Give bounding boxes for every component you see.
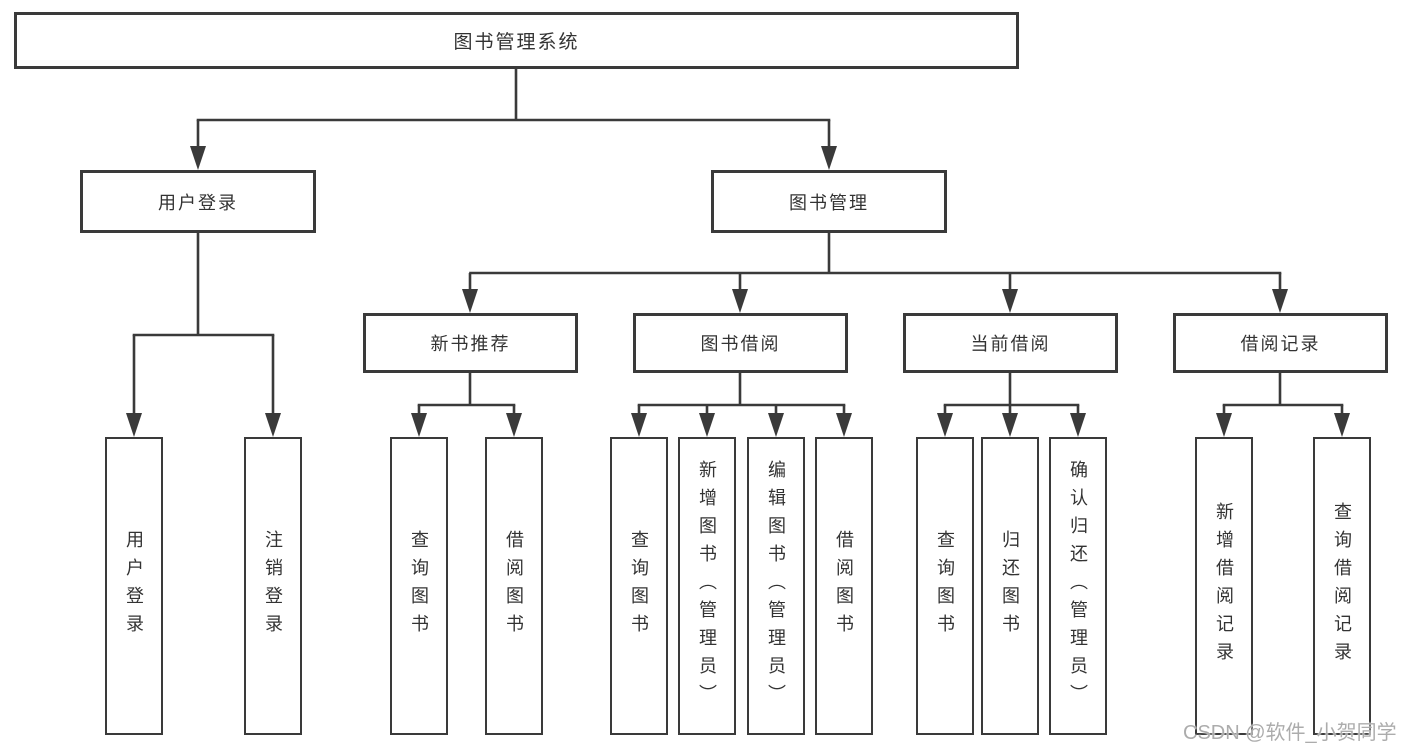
node-label: 编辑图书（管理员） — [766, 460, 786, 712]
node-label: 图书借阅 — [700, 334, 781, 354]
node-borrowing-records: 借阅记录 — [1173, 313, 1388, 373]
node-label: 注销登录 — [263, 530, 283, 642]
leaf-add-books-admin: 新增图书（管理员） — [678, 437, 736, 735]
csdn-watermark: CSDN @软件_小贺同学 — [1183, 722, 1397, 744]
leaf-confirm-return-admin: 确认归还（管理员） — [1049, 437, 1107, 735]
leaf-query-books-current: 查询图书 — [916, 437, 974, 735]
node-label: 新书推荐 — [430, 334, 511, 354]
node-new-book-recommendation: 新书推荐 — [363, 313, 578, 373]
leaf-query-books-borrow: 查询图书 — [610, 437, 668, 735]
node-label: 归还图书 — [1000, 530, 1020, 642]
node-label: 查询图书 — [629, 530, 649, 642]
leaf-return-books: 归还图书 — [981, 437, 1039, 735]
node-label: 图书管理系统 — [453, 32, 580, 53]
leaf-user-login: 用户登录 — [105, 437, 163, 735]
node-label: 查询图书 — [935, 530, 955, 642]
node-label: 借阅记录 — [1240, 334, 1321, 354]
node-user-login: 用户登录 — [80, 170, 316, 233]
leaf-borrow-books-recommend: 借阅图书 — [485, 437, 543, 735]
leaf-borrow-books: 借阅图书 — [815, 437, 873, 735]
node-current-borrowing: 当前借阅 — [903, 313, 1118, 373]
node-label: 图书管理 — [789, 192, 869, 213]
node-book-management: 图书管理 — [711, 170, 947, 233]
node-label: 新增借阅记录 — [1214, 502, 1234, 670]
node-label: 当前借阅 — [970, 334, 1051, 354]
leaf-logout: 注销登录 — [244, 437, 302, 735]
node-label: 借阅图书 — [504, 530, 524, 642]
node-library-management-system: 图书管理系统 — [14, 12, 1019, 69]
node-label: 新增图书（管理员） — [697, 460, 717, 712]
leaf-add-borrowing-record: 新增借阅记录 — [1195, 437, 1253, 735]
node-label: 确认归还（管理员） — [1068, 460, 1088, 712]
leaf-edit-books-admin: 编辑图书（管理员） — [747, 437, 805, 735]
node-book-borrowing: 图书借阅 — [633, 313, 848, 373]
node-label: 用户登录 — [158, 192, 238, 213]
node-label: 查询借阅记录 — [1332, 502, 1352, 670]
node-label: 借阅图书 — [834, 530, 854, 642]
leaf-query-books-recommend: 查询图书 — [390, 437, 448, 735]
leaf-query-borrowing-record: 查询借阅记录 — [1313, 437, 1371, 735]
node-label: 用户登录 — [124, 530, 144, 642]
node-label: 查询图书 — [409, 530, 429, 642]
